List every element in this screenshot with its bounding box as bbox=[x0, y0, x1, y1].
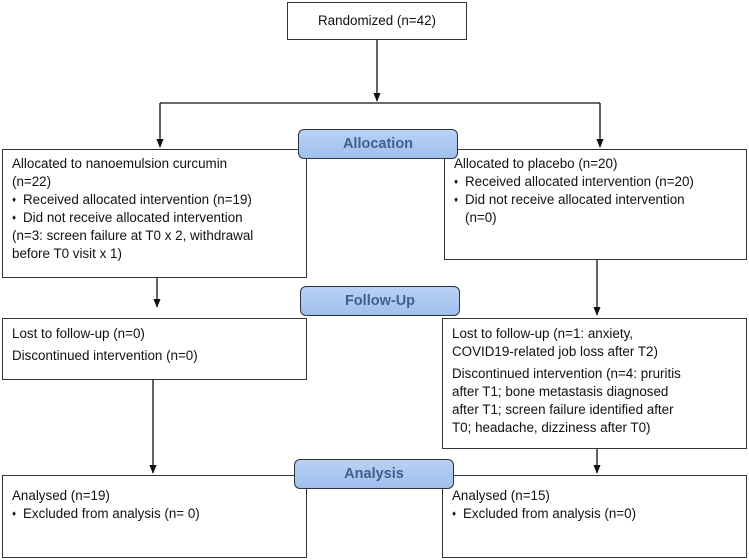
right-lost-line-1: Lost to follow-up (n=1: anxiety, bbox=[452, 326, 633, 341]
left-received-text: Received allocated intervention (n=19) bbox=[23, 192, 252, 207]
left-not-received-item: ♦ Did not receive allocated intervention bbox=[12, 209, 297, 227]
left-followup-box: Lost to follow-up (n=0) Discontinued int… bbox=[2, 318, 307, 380]
right-discontinued-line-1: Discontinued intervention (n=4: pruritis bbox=[452, 366, 681, 381]
right-not-received-detail: (n=0) bbox=[465, 210, 497, 225]
right-analysed: Analysed (n=15) bbox=[452, 488, 550, 503]
left-allocation-title: Allocated to nanoemulsion curcumin bbox=[12, 156, 228, 171]
right-discontinued-line-4: T0; headache, dizziness after T0) bbox=[452, 420, 651, 435]
stage-follow-up-label: Follow-Up bbox=[344, 293, 416, 309]
bullet-icon: ♦ bbox=[454, 195, 459, 204]
left-excluded-text: Excluded from analysis (n= 0) bbox=[23, 506, 200, 521]
left-analysis-box: Analysed (n=19) ♦ Excluded from analysis… bbox=[2, 475, 307, 558]
stage-allocation: Allocation bbox=[298, 129, 458, 159]
bullet-icon: ♦ bbox=[12, 195, 17, 204]
right-received-text: Received allocated intervention (n=20) bbox=[465, 174, 694, 189]
left-not-received-detail-2: before T0 visit x 1) bbox=[12, 246, 122, 261]
randomized-label: Randomized (n=42) bbox=[318, 13, 436, 28]
left-not-received-text: Did not receive allocated intervention bbox=[23, 210, 243, 225]
stage-allocation-label: Allocation bbox=[342, 136, 414, 152]
left-received-item: ♦ Received allocated intervention (n=19) bbox=[12, 191, 297, 209]
left-discontinued: Discontinued intervention (n=0) bbox=[12, 348, 198, 363]
left-excluded-item: ♦ Excluded from analysis (n= 0) bbox=[12, 505, 297, 523]
stage-analysis-label: Analysis bbox=[344, 466, 404, 482]
right-received-item: ♦ Received allocated intervention (n=20) bbox=[454, 173, 737, 191]
bullet-icon: ♦ bbox=[12, 213, 17, 222]
left-allocation-count: (n=22) bbox=[12, 174, 52, 189]
right-followup-box: Lost to follow-up (n=1: anxiety, COVID19… bbox=[442, 318, 747, 449]
right-discontinued-line-3: after T1; screen failure identified afte… bbox=[452, 402, 674, 417]
bullet-icon: ♦ bbox=[452, 509, 457, 518]
randomized-box: Randomized (n=42) bbox=[287, 2, 467, 40]
left-analysed: Analysed (n=19) bbox=[12, 488, 110, 503]
right-not-received-item: ♦ Did not receive allocated intervention bbox=[454, 191, 737, 209]
left-not-received-detail-1: (n=3: screen failure at T0 x 2, withdraw… bbox=[12, 228, 254, 243]
left-lost-to-followup: Lost to follow-up (n=0) bbox=[12, 326, 145, 341]
bullet-icon: ♦ bbox=[454, 177, 459, 186]
right-allocation-box: Allocated to placebo (n=20) ♦ Received a… bbox=[444, 149, 747, 260]
right-lost-line-2: COVID19-related job loss after T2) bbox=[452, 344, 658, 359]
right-excluded-text: Excluded from analysis (n=0) bbox=[463, 506, 637, 521]
right-excluded-item: ♦ Excluded from analysis (n=0) bbox=[452, 505, 737, 523]
stage-follow-up: Follow-Up bbox=[300, 286, 460, 316]
right-allocation-title: Allocated to placebo (n=20) bbox=[454, 156, 618, 171]
stage-analysis: Analysis bbox=[294, 459, 454, 489]
right-analysis-box: Analysed (n=15) ♦ Excluded from analysis… bbox=[442, 475, 747, 558]
bullet-icon: ♦ bbox=[12, 509, 17, 518]
left-allocation-box: Allocated to nanoemulsion curcumin (n=22… bbox=[2, 149, 307, 278]
right-discontinued-line-2: after T1; bone metastasis diagnosed bbox=[452, 384, 669, 399]
right-not-received-text: Did not receive allocated intervention bbox=[465, 192, 685, 207]
